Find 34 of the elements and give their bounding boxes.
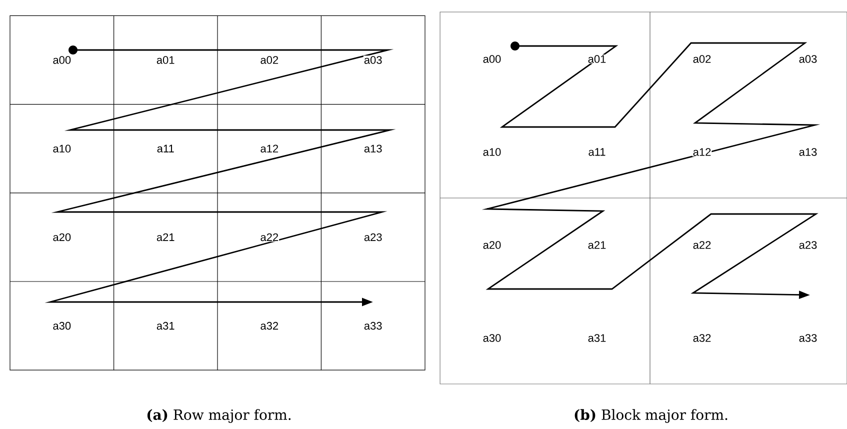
cell-label: a11 — [588, 148, 606, 156]
cell-label: a10 — [482, 148, 502, 156]
cell-label: a23 — [363, 232, 383, 242]
cell-label: a30 — [52, 321, 72, 330]
cell-label: a31 — [156, 321, 176, 330]
cell-label: a13 — [798, 148, 818, 156]
cell-label: a12 — [260, 144, 280, 153]
cell-label: a32 — [260, 321, 280, 330]
cell-label: a01 — [587, 54, 607, 64]
cell-label: a02 — [260, 56, 280, 64]
cell-label: a21 — [587, 240, 607, 250]
cell-label: a03 — [363, 56, 383, 64]
cell-label: a32 — [692, 334, 712, 342]
cell-label: a33 — [798, 334, 818, 342]
cell-label: a03 — [798, 54, 818, 64]
cell-label: a23 — [798, 240, 818, 250]
cell-label: a31 — [587, 334, 607, 342]
caption: (a) Row major form. — [147, 409, 291, 423]
cell-label: a20 — [52, 232, 72, 242]
cell-label: a22 — [692, 240, 712, 250]
caption: (b) Block major form. — [574, 409, 728, 423]
cell-label: a30 — [482, 334, 502, 342]
cell-label: a33 — [363, 321, 383, 330]
cell-label: a22 — [260, 232, 280, 242]
cell-label: a11 — [156, 144, 175, 153]
cell-label: a12 — [692, 148, 712, 156]
cell-label: a13 — [363, 144, 383, 153]
cell-label: a00 — [52, 56, 72, 64]
cell-label: a01 — [156, 56, 176, 64]
cell-label: a00 — [482, 54, 502, 64]
cell-label: a10 — [52, 144, 72, 153]
cell-label: a02 — [692, 54, 712, 64]
cell-label: a21 — [156, 232, 176, 242]
cell-label: a20 — [482, 240, 502, 250]
